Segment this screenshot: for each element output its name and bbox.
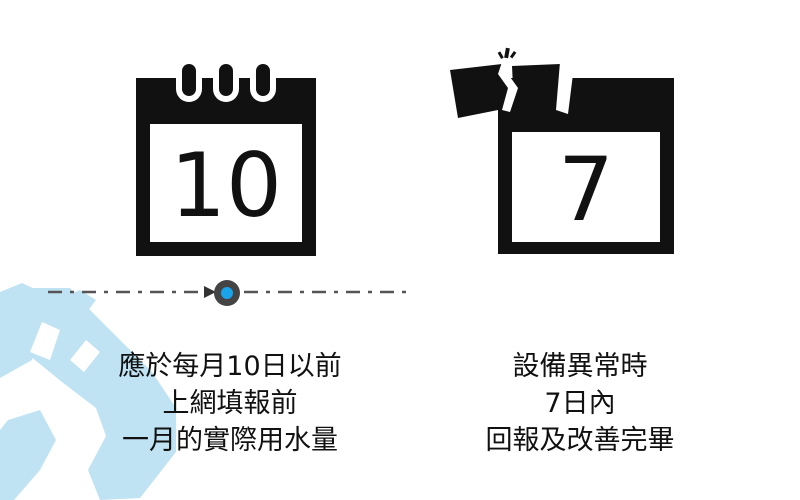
calendar-number-left: 10 [170, 134, 282, 237]
right-caption: 設備異常時 7日內 回報及改善完畢 [440, 348, 720, 459]
right-caption-line-2: 7日內 [544, 388, 616, 419]
right-caption-line-3: 回報及改善完畢 [485, 425, 675, 456]
left-caption-line-2: 上網填報前 [162, 388, 298, 419]
right-caption-line-1: 設備異常時 [512, 351, 648, 382]
timeline-marker-icon [214, 280, 240, 306]
calendar-number-right: 7 [558, 138, 614, 241]
left-caption-line-1: 應於每月10日以前 [118, 351, 342, 382]
broken-calendar-icon [450, 47, 674, 254]
timeline [48, 286, 414, 298]
left-caption-line-3: 一月的實際用水量 [122, 425, 338, 456]
calendar-icon [136, 58, 316, 256]
left-caption: 應於每月10日以前 上網填報前 一月的實際用水量 [60, 348, 400, 459]
